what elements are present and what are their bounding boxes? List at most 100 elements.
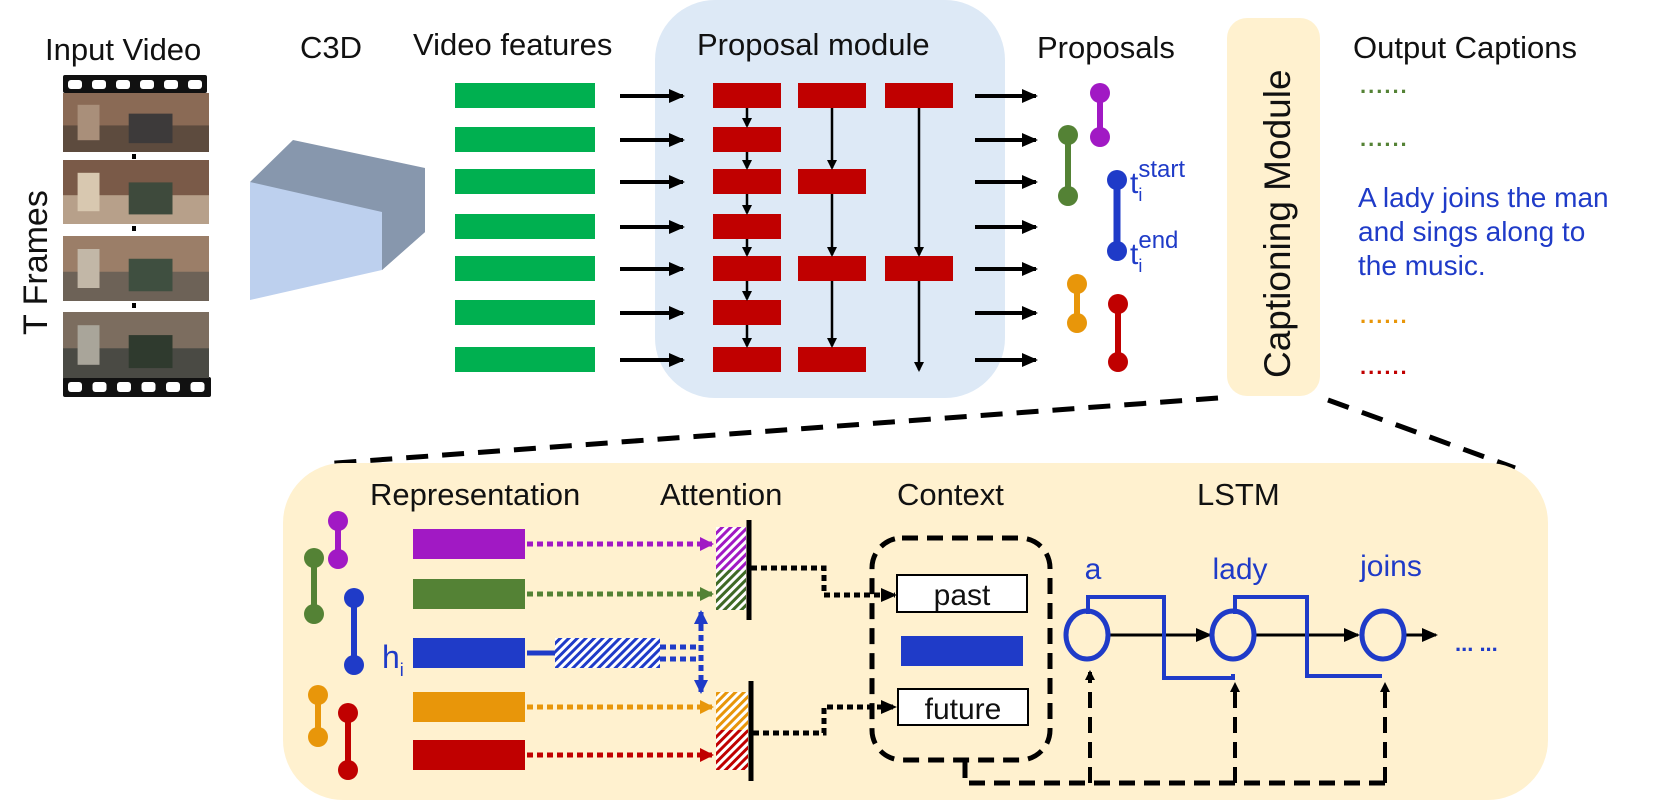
- feature-bar: [455, 127, 595, 152]
- film-hole: [140, 80, 154, 89]
- h-i-label: hi: [382, 639, 404, 680]
- feature-bar: [455, 83, 595, 108]
- future-box: [897, 688, 1029, 726]
- proposal-purple: [1090, 83, 1110, 147]
- video-frame: [63, 93, 209, 159]
- frame-figure: [128, 113, 173, 144]
- film-hole: [164, 80, 178, 89]
- video-frame: [63, 236, 209, 308]
- t-frames-label: T Frames: [17, 190, 55, 335]
- frame-figure: [77, 172, 100, 212]
- lstm-cell-3: [1359, 608, 1407, 662]
- proposal-block: [713, 347, 781, 372]
- proposal-output-arrows: [975, 89, 1038, 367]
- proposal-block: [713, 256, 781, 281]
- frame-separator: [132, 303, 136, 308]
- arrow-attention-to-future: [753, 700, 897, 736]
- t-end-label: tiend: [1130, 227, 1178, 276]
- video-frame: [63, 160, 209, 231]
- proposal-orange: [1067, 274, 1087, 333]
- proposal-block: [885, 256, 953, 281]
- film-hole: [68, 382, 82, 392]
- c3d-cube-icon: [250, 140, 425, 300]
- film-hole: [92, 382, 107, 392]
- feature-bar: [455, 169, 595, 194]
- proposal-block: [798, 347, 866, 372]
- future-label: future: [925, 693, 1002, 726]
- zoom-line-left: [321, 395, 1219, 467]
- film-hole: [116, 80, 130, 89]
- representation-dumbbells: [304, 511, 364, 780]
- frame-figure: [77, 325, 100, 365]
- proposal-block: [713, 300, 781, 325]
- caption-placeholder-red: ......: [1360, 354, 1409, 379]
- proposal-block: [713, 83, 781, 108]
- representation-bar-blue: [413, 638, 525, 668]
- proposal-block: [713, 127, 781, 152]
- zoom-line-right: [1327, 397, 1516, 471]
- proposals-dumbbells: [1058, 83, 1128, 372]
- representation-bar-red: [413, 740, 525, 770]
- context-label: Context: [897, 477, 1004, 512]
- c3d-label: C3D: [300, 30, 362, 65]
- captioning-module-detail-background: [283, 463, 1548, 800]
- lstm-label: LSTM: [1197, 477, 1280, 512]
- captioning-module-label: Captioning Module: [1257, 69, 1298, 378]
- frame-separator: [132, 154, 136, 159]
- proposal-red: [1108, 294, 1128, 372]
- lstm-word-joins: joins: [1359, 550, 1422, 583]
- feature-bar: [455, 347, 595, 372]
- film-hole: [92, 80, 106, 89]
- context-current-bar: [901, 636, 1023, 666]
- frame-figure: [77, 104, 100, 141]
- frame-separator: [132, 226, 136, 231]
- attention-label: Attention: [660, 477, 782, 512]
- caption-placeholder-orange: ......: [1360, 303, 1409, 328]
- context-feed-line: [962, 762, 1386, 786]
- attention-weight-red: [716, 730, 748, 770]
- feature-bar: [455, 256, 595, 281]
- video-frame: [63, 312, 209, 378]
- lstm-word-a: a: [1085, 553, 1102, 586]
- frame-figure: [128, 258, 173, 292]
- lstm-cell-2: [1209, 608, 1257, 662]
- proposal-module-grid: [713, 83, 953, 372]
- film-hole: [188, 80, 202, 89]
- proposals-label: Proposals: [1037, 30, 1175, 65]
- frame-figure: [77, 249, 100, 288]
- proposal-module-label: Proposal module: [697, 27, 930, 62]
- input-video-label: Input Video: [45, 32, 201, 67]
- film-hole: [141, 382, 156, 392]
- past-box: [896, 574, 1028, 613]
- filmstrip-top-edge: [63, 75, 207, 93]
- filmstrip-bottom-edge: [63, 377, 211, 397]
- lstm-cell-1: [1063, 608, 1111, 662]
- t-start-label: tistart: [1130, 156, 1185, 205]
- captioning-module-box: [1227, 18, 1320, 396]
- representation-bar-olive: [413, 579, 525, 609]
- caption-line-1: A lady joins the man: [1358, 182, 1609, 213]
- feature-bar: [455, 300, 595, 325]
- word-feedback-2: [1233, 595, 1382, 678]
- video-features: [455, 83, 685, 372]
- input-video-filmstrip: [63, 75, 211, 397]
- proposal-block: [798, 256, 866, 281]
- caption-line-2: and sings along to: [1358, 216, 1585, 247]
- lstm-chain: [1063, 595, 1438, 680]
- video-features-label: Video features: [413, 27, 612, 62]
- caption-placeholder-olive-2: ......: [1360, 126, 1409, 151]
- film-hole: [68, 80, 82, 89]
- film-hole: [117, 382, 131, 392]
- proposal-olive: [1058, 125, 1078, 206]
- output-captions-label: Output Captions: [1353, 30, 1577, 65]
- representation-bar-purple: [413, 529, 525, 559]
- proposal-block: [713, 214, 781, 239]
- proposal-block: [798, 83, 866, 108]
- feature-bar: [455, 214, 595, 239]
- output-captions: ...... ...... A lady joins the man and s…: [1358, 73, 1609, 379]
- lstm-ellipsis: ... ...: [1455, 631, 1498, 656]
- film-hole: [166, 382, 180, 392]
- query-hatched-bar: [555, 638, 660, 668]
- word-feedback-1: [1086, 595, 1235, 680]
